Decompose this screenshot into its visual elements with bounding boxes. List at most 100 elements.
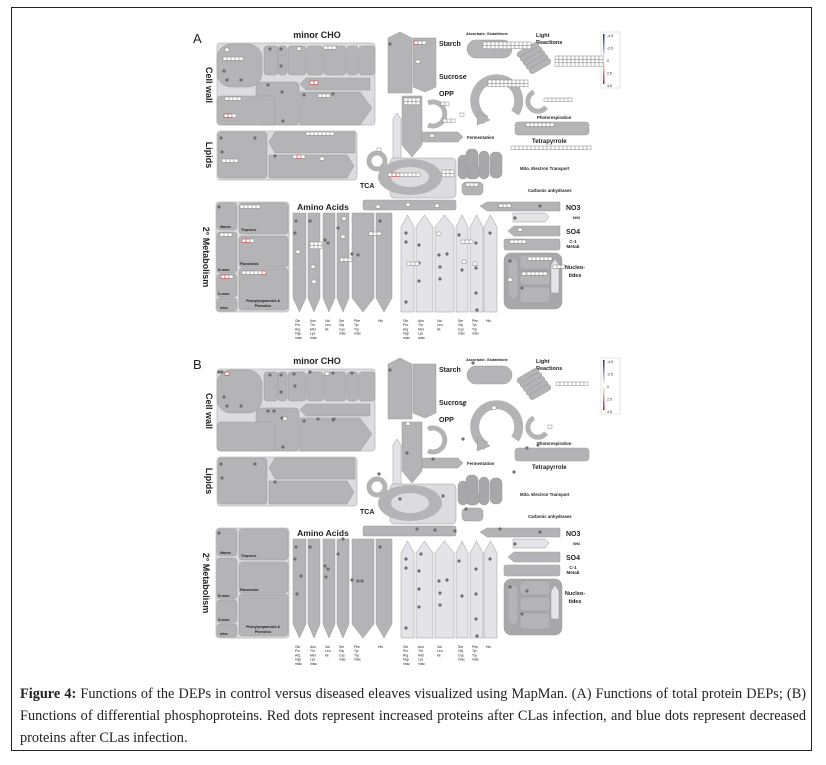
map-label: S-misc [218, 292, 230, 296]
map-label: C-1 [569, 239, 577, 244]
protein-dot [225, 404, 229, 408]
protein-square [296, 46, 302, 51]
protein-dot [266, 83, 270, 87]
protein-square [594, 62, 600, 67]
protein-dot [445, 578, 449, 582]
protein-square [506, 45, 512, 50]
protein-dot [538, 530, 542, 534]
protein-dot [225, 78, 229, 82]
protein-dot [475, 308, 479, 312]
protein-square [249, 270, 255, 275]
pathway-arrow [421, 457, 464, 469]
amino-acid-label: Arg [403, 327, 408, 331]
protein-square [575, 381, 581, 386]
protein-square [411, 97, 417, 102]
amino-acid-label: Gln [403, 319, 408, 323]
pathway-arrow [512, 538, 550, 549]
protein-square [224, 371, 230, 376]
protein-dot [474, 291, 478, 295]
map-label: Phenolics [255, 630, 272, 634]
protein-square [441, 173, 447, 178]
protein-square [547, 424, 553, 429]
protein-square [507, 277, 513, 282]
protein-dot [217, 370, 221, 374]
protein-square [539, 256, 545, 261]
map-label: Mito. Electron Transport [520, 166, 570, 171]
protein-square [339, 257, 345, 262]
pathway-arrow [479, 201, 561, 212]
protein-dot [293, 384, 297, 388]
no3-label: NO3 [566, 205, 581, 212]
protein-dot [308, 545, 312, 549]
legend-color-bar [603, 360, 605, 410]
amino-acid-label: misc [418, 662, 425, 666]
map-label: Mito. Electron Transport [520, 492, 570, 497]
protein-square [567, 381, 573, 386]
protein-dot [324, 575, 328, 579]
protein-square [547, 97, 553, 102]
amino-acid-label: Ser [458, 645, 464, 649]
amino-acid-label: Trp [354, 327, 359, 331]
protein-dot [508, 585, 512, 589]
amino-acid-label: Ser [339, 319, 345, 323]
map-label: Fermentation [467, 135, 495, 140]
protein-dot [217, 531, 221, 535]
map-label: N-misc [218, 594, 230, 598]
amino-acid-label: Val [325, 319, 330, 323]
protein-square [538, 271, 544, 276]
amino-acid-label: Leu [437, 323, 443, 327]
protein-square [570, 59, 576, 64]
legend-tick: -2.5 [607, 373, 613, 377]
protein-square [525, 122, 531, 127]
protein-dot [417, 587, 421, 591]
amino-acid-arrow [434, 214, 455, 313]
protein-square [324, 371, 330, 376]
so4-label: SO4 [566, 229, 580, 236]
protein-square [491, 83, 497, 88]
protein-square [417, 40, 423, 45]
protein-square [558, 145, 564, 150]
protein-dot [457, 559, 461, 563]
map-label: misc [220, 632, 228, 636]
pathway-block [216, 231, 238, 274]
amino-acid-arrow [400, 540, 415, 639]
protein-square [574, 145, 580, 150]
protein-square [482, 41, 488, 46]
map-label: tides [569, 273, 582, 279]
protein-square [594, 59, 600, 64]
protein-square [395, 172, 401, 177]
protein-dot [239, 404, 243, 408]
protein-square [473, 182, 479, 187]
protein-square [518, 145, 524, 150]
protein-square [491, 405, 497, 410]
amino-acid-arrow [375, 212, 393, 313]
protein-square [403, 172, 409, 177]
protein-dot [220, 370, 224, 374]
protein-square [586, 59, 592, 64]
protein-square [239, 204, 245, 209]
protein-square [598, 59, 604, 64]
protein-square [554, 55, 560, 60]
protein-dot [279, 64, 283, 68]
protein-dot [281, 445, 285, 449]
protein-square [460, 239, 466, 244]
legend-tick: 4.5 [607, 84, 612, 88]
protein-square [571, 381, 577, 386]
pathway-arrow [268, 131, 356, 154]
protein-dot [323, 238, 327, 242]
protein-square [517, 239, 523, 244]
protein-square [403, 97, 409, 102]
protein-square [405, 421, 411, 426]
protein-square [526, 41, 532, 46]
protein-dot [460, 594, 464, 598]
amino-acid-label: Ile [437, 653, 441, 657]
protein-square [509, 239, 515, 244]
legend-color-bar [603, 34, 605, 84]
protein-square [444, 101, 450, 106]
amino-acid-label: Thr [418, 323, 424, 327]
amino-acid-arrow [434, 540, 455, 639]
protein-dot [417, 243, 421, 247]
amino-acid-label: misc [403, 336, 410, 340]
amino-acid-label: Arg [403, 653, 408, 657]
amino-acid-arrow [292, 538, 307, 639]
